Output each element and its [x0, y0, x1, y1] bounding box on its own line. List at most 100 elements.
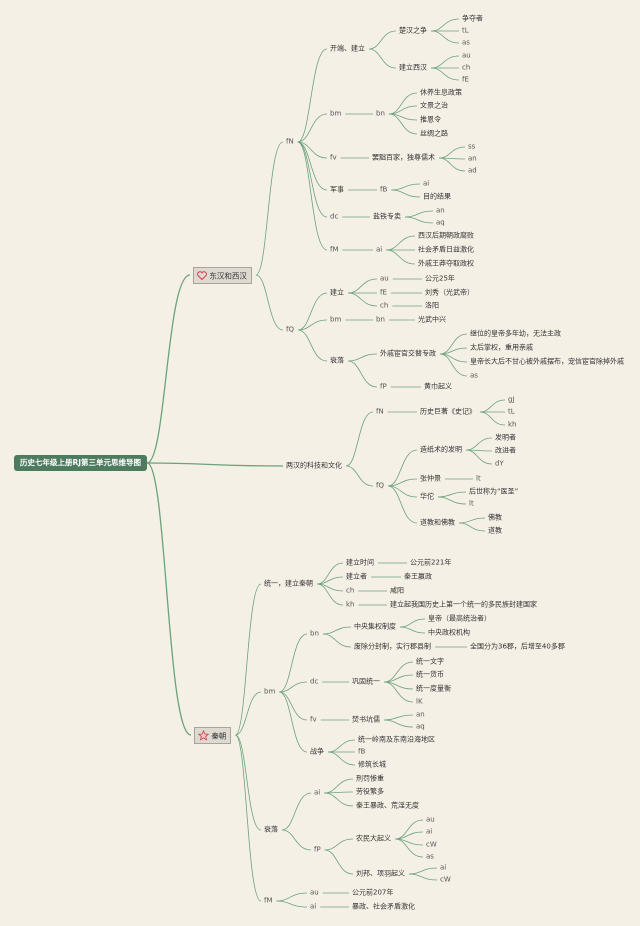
node-hd-fq-jl[interactable]: 建立 — [330, 288, 344, 297]
node-hd-fn-js[interactable]: 军事 — [330, 185, 344, 194]
node-e2[interactable]: aq — [436, 218, 445, 227]
node-hd-fn-fv[interactable]: fv — [330, 153, 337, 162]
node-d1[interactable]: ai — [423, 179, 430, 188]
node-s0[interactable]: 焚书坑儒 — [352, 715, 380, 724]
node-r0[interactable]: 巩固统一 — [352, 677, 380, 686]
node-f3[interactable]: 外戚王莽夺取政权 — [418, 259, 474, 268]
node-qc[interactable]: 秦朝 — [194, 727, 232, 744]
node-hd[interactable]: 东汉和西汉 — [193, 267, 252, 284]
node-q2v[interactable]: 全国分为36郡，后增至40多郡 — [470, 642, 565, 651]
node-v4[interactable]: as — [426, 852, 434, 861]
node-b3[interactable]: 推恩令 — [420, 115, 441, 124]
node-kj-fq-zz[interactable]: 造纸术的发明 — [420, 445, 462, 454]
node-g1v[interactable]: 公元25年 — [425, 274, 455, 283]
node-hd-fq[interactable]: fQ — [286, 325, 294, 334]
node-d2[interactable]: 目的结果 — [423, 192, 451, 201]
node-p4[interactable]: kh — [346, 600, 355, 609]
node-kj-fq[interactable]: fQ — [376, 481, 384, 490]
node-r3[interactable]: 统一度量衡 — [416, 684, 451, 693]
node-v2[interactable]: ai — [426, 827, 433, 836]
node-b4[interactable]: 丝绸之路 — [420, 129, 448, 138]
node-qc-sl-ai[interactable]: ai — [314, 788, 321, 797]
node-qc-fm[interactable]: fM — [264, 896, 273, 905]
node-t1[interactable]: 统一岭南及东南沿海地区 — [358, 735, 435, 744]
node-p3v[interactable]: 咸阳 — [390, 586, 404, 595]
node-w2[interactable]: cW — [440, 875, 451, 884]
node-hd-fq-sl[interactable]: 衰落 — [330, 356, 344, 365]
node-s1[interactable]: an — [416, 710, 425, 719]
node-hd-fn-bm[interactable]: bm — [330, 109, 342, 118]
node-u3[interactable]: 秦王暴政、荒淫无度 — [356, 801, 419, 810]
node-n2[interactable]: lt — [469, 499, 474, 508]
node-hd-fn-js-fb[interactable]: fB — [380, 185, 388, 194]
node-hd-fq-sl-fp[interactable]: fP — [380, 382, 387, 391]
node-qc-bm-dc[interactable]: dc — [310, 677, 319, 686]
node-hd-fn-kd-jl[interactable]: 建立西汉 — [399, 63, 427, 72]
node-r4[interactable]: lK — [416, 697, 423, 706]
node-a6[interactable]: fE — [462, 75, 469, 84]
node-qc-ty[interactable]: 统一，建立秦朝 — [264, 579, 313, 588]
node-i2[interactable]: 太后掌权，重用亲戚 — [470, 343, 533, 352]
node-q1[interactable]: 中央集权制度 — [354, 622, 396, 631]
node-hd-fn-bm-bn[interactable]: bn — [376, 109, 385, 118]
node-qc-bm-zz[interactable]: 战争 — [310, 747, 324, 756]
node-n1[interactable]: 后世称为“医圣” — [469, 487, 519, 496]
root-node[interactable]: 历史七年级上册RJ第三单元思维导图 — [14, 455, 147, 471]
node-kj[interactable]: 两汉的科技和文化 — [286, 461, 342, 470]
node-p4v[interactable]: 建立起我国历史上第一个统一的多民族封建国家 — [390, 600, 537, 609]
node-g3[interactable]: ch — [380, 301, 389, 310]
node-w0[interactable]: 刘邦、项羽起义 — [356, 869, 405, 878]
node-p3[interactable]: ch — [346, 586, 355, 595]
node-q1a[interactable]: 皇帝（最高统治者） — [428, 614, 491, 623]
node-hd-fn-fm[interactable]: fM — [330, 245, 339, 254]
node-qc-bm-bn[interactable]: bn — [310, 629, 319, 638]
node-kj-fn-sj[interactable]: 历史巨著《史记》 — [420, 407, 476, 416]
node-q1b[interactable]: 中央政权机构 — [428, 628, 470, 637]
node-p1[interactable]: 建立时间 — [346, 558, 374, 567]
node-r2[interactable]: 统一货币 — [416, 670, 444, 679]
node-g1[interactable]: au — [380, 274, 389, 283]
node-b2[interactable]: 文景之治 — [420, 101, 448, 110]
node-qc-bm[interactable]: bm — [264, 687, 276, 696]
node-hd-fn[interactable]: fN — [286, 137, 294, 146]
node-o2[interactable]: 道教 — [488, 526, 502, 535]
node-v0[interactable]: 农民大起义 — [356, 834, 391, 843]
node-v3[interactable]: cW — [426, 840, 437, 849]
node-hd-fn-fv-x[interactable]: 罢黜百家，独尊儒术 — [372, 153, 435, 162]
node-hd-fq-bm[interactable]: bm — [330, 315, 342, 324]
node-a3[interactable]: as — [462, 38, 470, 47]
node-i1[interactable]: 继位的皇帝多年幼，无法主政 — [470, 329, 561, 338]
node-kj-fn[interactable]: fN — [376, 407, 384, 416]
node-kj-fq-dj[interactable]: 道教和佛教 — [420, 518, 455, 527]
node-hd-fq-bm-bn[interactable]: bn — [376, 315, 385, 324]
node-g3v[interactable]: 洛阳 — [425, 301, 439, 310]
node-a5[interactable]: ch — [462, 63, 471, 72]
node-i4[interactable]: as — [470, 371, 478, 380]
node-hd-fn-fm-ai[interactable]: ai — [376, 245, 383, 254]
node-a4[interactable]: au — [462, 51, 471, 60]
node-r1[interactable]: 统一文字 — [416, 657, 444, 666]
node-v1[interactable]: au — [426, 815, 435, 824]
node-qc-bm-fv[interactable]: fv — [310, 715, 317, 724]
node-kj-fq-ht[interactable]: 华佗 — [420, 492, 434, 501]
node-g2v[interactable]: 刘秀（光武帝） — [425, 288, 474, 297]
node-e1[interactable]: an — [436, 206, 445, 215]
node-p2v[interactable]: 秦王嬴政 — [404, 572, 432, 581]
node-x2v[interactable]: 暴政、社会矛盾激化 — [352, 902, 415, 911]
node-p1v[interactable]: 公元前221年 — [410, 558, 452, 567]
node-k3[interactable]: kh — [508, 420, 517, 429]
node-j1[interactable]: 黄巾起义 — [424, 382, 452, 391]
node-k1[interactable]: gJ — [508, 395, 515, 404]
node-k2[interactable]: tL — [508, 407, 515, 416]
node-t2[interactable]: fB — [358, 747, 366, 756]
node-s2[interactable]: aq — [416, 722, 425, 731]
node-l2[interactable]: 改进者 — [495, 446, 516, 455]
node-t3[interactable]: 修筑长城 — [358, 760, 386, 769]
node-i3[interactable]: 皇帝长大后不甘心被外戚摆布，宠信宦官除掉外戚 — [470, 357, 624, 366]
node-a1[interactable]: 争夺者 — [462, 14, 483, 23]
node-g2[interactable]: fE — [380, 288, 387, 297]
node-f1[interactable]: 西汉后期朝政腐败 — [418, 231, 474, 240]
node-qc-sl[interactable]: 衰落 — [264, 825, 278, 834]
node-c1[interactable]: ss — [468, 142, 476, 151]
node-b1[interactable]: 休养生息政策 — [420, 88, 462, 97]
